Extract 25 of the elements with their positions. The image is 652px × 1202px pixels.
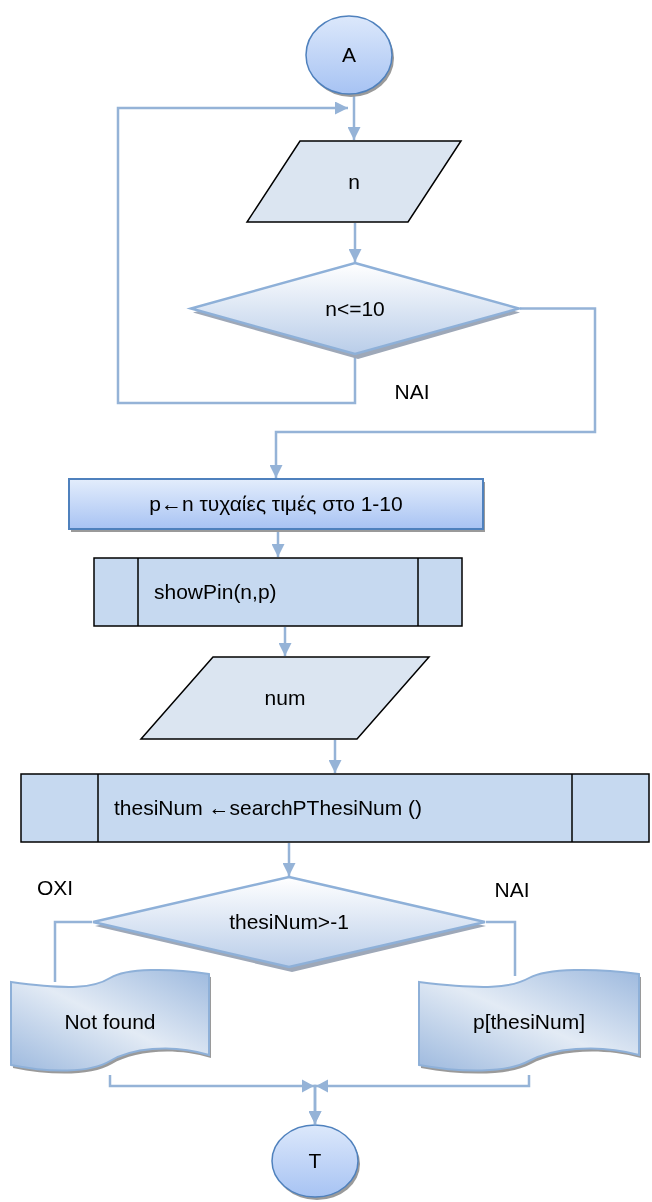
- arrow: [282, 843, 296, 876]
- arrow: [271, 530, 285, 557]
- output-document: [10, 968, 210, 1075]
- arrow: [348, 223, 362, 262]
- subroutine-box: [93, 557, 463, 627]
- output-document: [418, 968, 640, 1075]
- subroutine-box: [20, 773, 650, 843]
- node-label: p←n τυχαίες τιμές στο 1-10: [149, 492, 403, 516]
- node-label: p[thesiNum]: [472, 1009, 585, 1034]
- terminal-circle: [305, 15, 393, 95]
- node-label: Not found: [64, 1009, 156, 1034]
- node-label: A: [342, 43, 356, 67]
- node-label: n: [348, 169, 360, 194]
- node-label: num: [264, 686, 306, 710]
- terminal-circle: [271, 1124, 359, 1198]
- node-label: T: [308, 1149, 322, 1173]
- input-parallelogram: [246, 140, 462, 223]
- arrow: [278, 627, 292, 656]
- arrow: [347, 95, 361, 140]
- input-parallelogram: [140, 656, 430, 740]
- node-label: thesiNum ←searchPThesiNum (): [114, 796, 423, 820]
- process-box: [68, 478, 484, 530]
- arrow: [269, 307, 597, 478]
- arrow: [328, 740, 342, 773]
- node-label: showPin(n,p): [154, 580, 277, 604]
